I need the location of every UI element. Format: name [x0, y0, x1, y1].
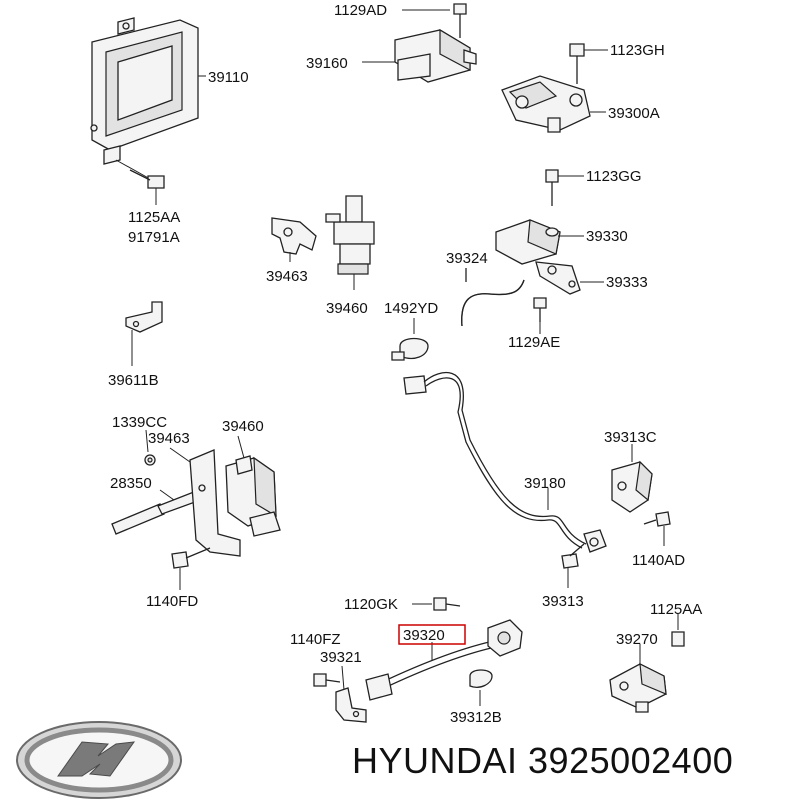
label-1140FZ: 1140FZ — [290, 631, 341, 648]
solenoid-valve-39460-mid — [225, 435, 281, 537]
washer-1339CC — [144, 429, 156, 466]
label-1120GK: 1120GK — [344, 596, 398, 613]
label-1125AA-bottom: 1125AA — [650, 601, 702, 618]
label-1129AD: 1129AD — [334, 2, 387, 19]
clip-1492YD — [391, 318, 429, 361]
label-28350: 28350 — [110, 475, 152, 492]
label-39313C: 39313C — [604, 429, 657, 446]
sensor-39313 — [561, 529, 607, 588]
bolt-1129AE — [533, 297, 547, 334]
label-39460-top: 39460 — [326, 300, 368, 317]
highlight-box-39320 — [398, 624, 466, 645]
label-39313: 39313 — [542, 593, 584, 610]
label-39180: 39180 — [524, 475, 566, 492]
label-1123GG: 1123GG — [586, 168, 642, 185]
part-number-caption: HYUNDAI 3925002400 — [352, 740, 733, 781]
label-1339CC: 1339CC — [112, 414, 167, 431]
bolt-1140AD — [643, 511, 671, 546]
sensor-39313C — [611, 444, 653, 513]
label-39270: 39270 — [616, 631, 658, 648]
label-39611B: 39611B — [108, 372, 159, 389]
label-39324: 39324 — [446, 250, 488, 267]
bolt-1140FD — [171, 547, 211, 590]
label-1140FD: 1140FD — [146, 593, 198, 610]
knock-sensor-39320 — [365, 619, 523, 701]
label-1125AA-top: 1125AA — [128, 209, 180, 226]
label-39463-top: 39463 — [266, 268, 308, 285]
label-39463-mid: 39463 — [148, 430, 190, 447]
label-39333: 39333 — [606, 274, 648, 291]
solenoid-valve-39460-top — [325, 195, 375, 290]
label-39321: 39321 — [320, 649, 362, 666]
bracket-39463-mid — [169, 447, 241, 557]
label-39320: 39320 — [403, 627, 445, 644]
label-1123GH: 1123GH — [610, 42, 665, 59]
label-39330: 39330 — [586, 228, 628, 245]
sensor-39270 — [609, 644, 667, 713]
label-1492YD: 1492YD — [384, 300, 438, 317]
bolt-1120GK — [412, 597, 461, 611]
label-39312B: 39312B — [450, 709, 502, 726]
pipe-28350 — [111, 487, 207, 535]
label-1129AE: 1129AE — [508, 334, 560, 351]
harness-39180 — [403, 371, 587, 549]
bolt-1125AA-bottom — [671, 614, 685, 647]
label-1140AD: 1140AD — [632, 552, 685, 569]
bracket-39463-top — [271, 217, 317, 262]
label-39110: 39110 — [208, 69, 249, 86]
bracket-39321 — [335, 665, 367, 723]
bracket-39611B — [125, 301, 163, 366]
ecu-module-39110 — [90, 17, 206, 165]
label-39160: 39160 — [306, 55, 348, 72]
clip-39312B — [469, 669, 493, 706]
label-39460-mid: 39460 — [222, 418, 264, 435]
vacuum-hose-39324 — [461, 268, 525, 327]
label-39300A: 39300A — [608, 105, 660, 122]
bolt-1125AA-top — [115, 159, 165, 205]
map-sensor-39300A — [501, 43, 608, 133]
label-91791A: 91791A — [128, 229, 180, 246]
bolt-1140FZ — [313, 673, 341, 687]
hyundai-logo-icon — [16, 721, 182, 799]
sensor-39330 — [495, 169, 604, 295]
relay-39160 — [362, 3, 477, 83]
